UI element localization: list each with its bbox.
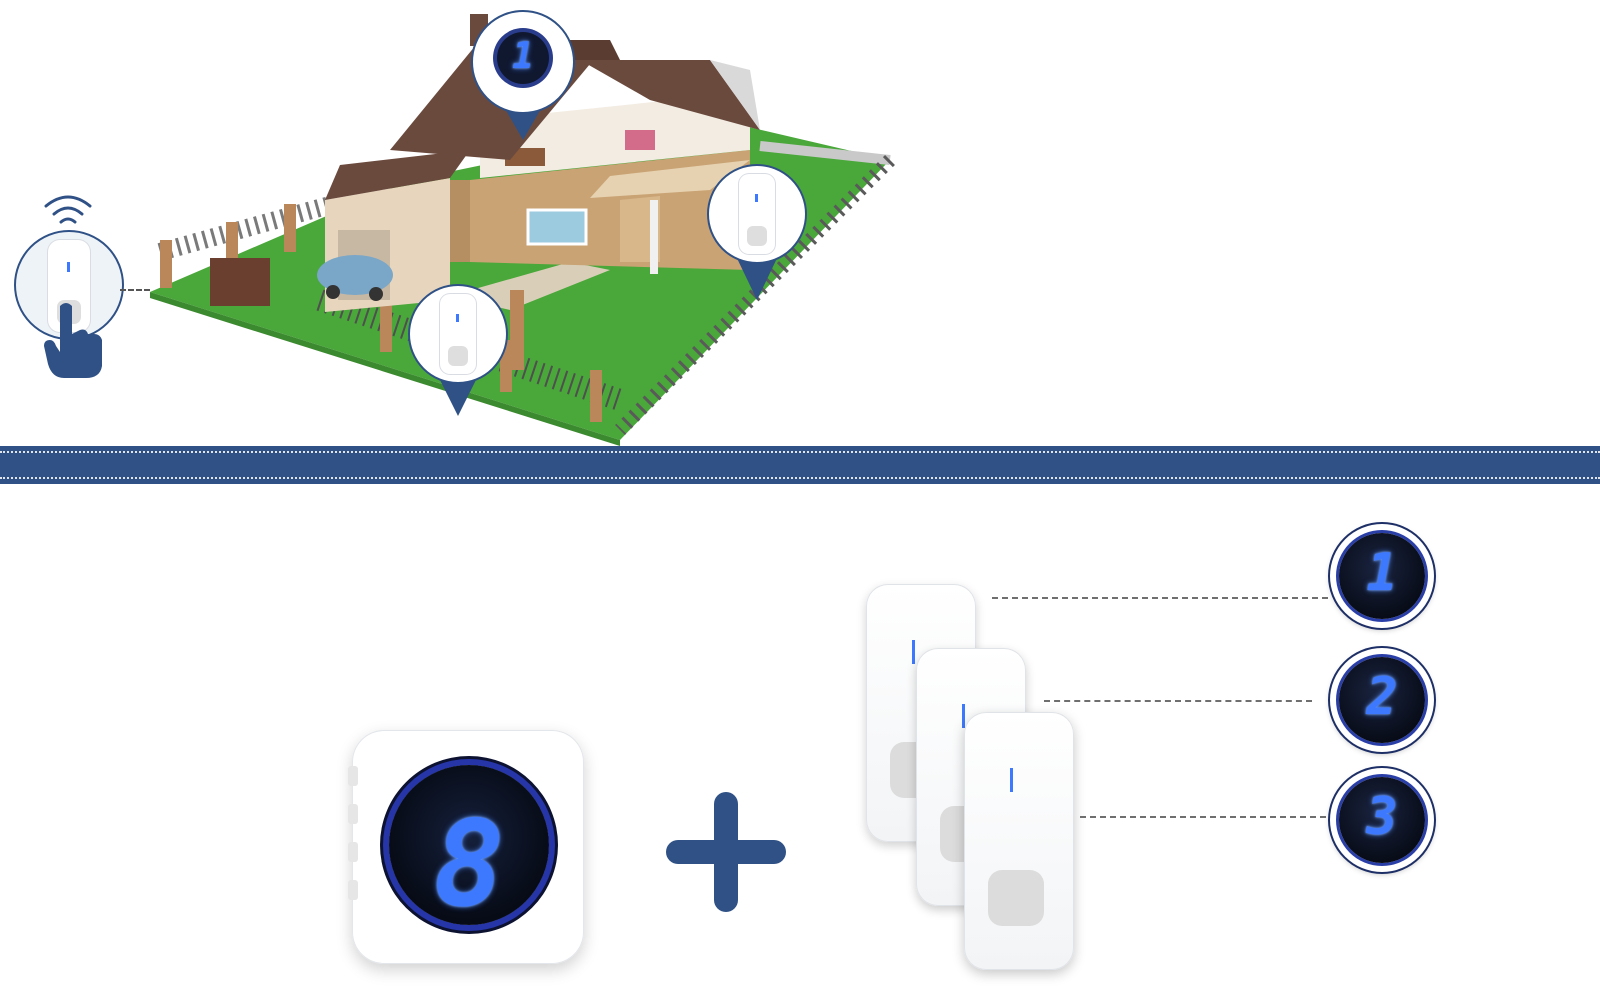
press-pad <box>747 226 767 246</box>
led-indicator <box>456 314 459 322</box>
house-illustration <box>150 0 910 446</box>
leader-line-1 <box>992 597 1328 599</box>
leader-line-2 <box>1044 700 1312 702</box>
zone-chip-3: 3 <box>1330 768 1434 872</box>
pin-receiver-display: 1 <box>497 32 549 84</box>
pin-digit: 1 <box>512 36 534 77</box>
transmitter-button-3 <box>964 712 1074 970</box>
zone-chip-digit: 2 <box>1366 667 1398 727</box>
led-indicator <box>912 640 915 664</box>
led-indicator <box>67 262 70 272</box>
plus-icon <box>666 792 786 912</box>
led-indicator <box>962 704 965 728</box>
zone-chip-2: 2 <box>1330 648 1434 752</box>
location-pin-icon <box>406 284 510 416</box>
zone-chip-digit: 1 <box>1366 543 1398 603</box>
led-indicator <box>1010 768 1013 792</box>
zone-chip-1: 1 <box>1330 524 1434 628</box>
transmitter-callout <box>14 230 124 340</box>
receiver-digit: 8 <box>433 795 505 933</box>
location-pin-icon: 1 <box>470 10 576 140</box>
leader-line-3 <box>1080 816 1326 818</box>
pointing-hand-icon <box>42 300 108 380</box>
receiver-display: 8 <box>389 765 549 933</box>
divider-band <box>0 446 1600 484</box>
connector-line <box>120 289 150 291</box>
transmitter-button-device <box>440 294 476 374</box>
led-indicator <box>755 194 758 202</box>
wireless-signal-icon <box>40 192 96 228</box>
transmitter-button-device <box>739 174 775 254</box>
press-pad <box>988 870 1044 926</box>
receiver-unit: 8 <box>348 730 584 964</box>
location-pin-icon <box>706 164 808 300</box>
press-pad <box>448 346 468 366</box>
zone-chip-digit: 3 <box>1366 787 1398 847</box>
receiver-side-buttons <box>348 766 358 926</box>
